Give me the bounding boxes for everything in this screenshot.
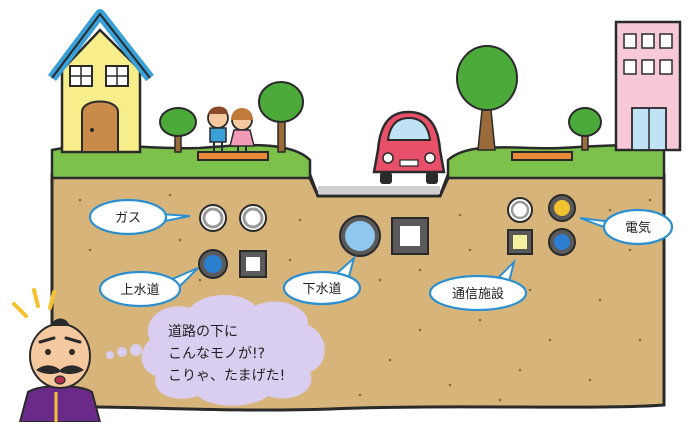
gas-pipes: [199, 204, 267, 232]
road-surface: [318, 186, 440, 194]
building-icon: [614, 20, 682, 152]
thought-line-1: 道路の下に: [168, 324, 238, 340]
surprised-samurai-icon: [12, 288, 102, 422]
car-icon: [372, 110, 446, 184]
thought-line-3: こりゃ、たまげた!: [168, 368, 285, 384]
label-gas: ガス: [88, 198, 191, 236]
telecom-electric-pipes: [507, 194, 576, 256]
label-water-supply-text: 上水道: [120, 283, 159, 298]
sewer-pipes: [339, 215, 429, 257]
label-water-supply: 上水道: [98, 267, 199, 308]
label-sewer-text: 下水道: [302, 282, 341, 297]
thought-line-2: こんなモノが!?: [168, 346, 265, 362]
tree-icon: [456, 45, 518, 151]
tree-icon: [568, 107, 602, 151]
label-sewer: 下水道: [282, 254, 362, 306]
thought-bubble: 道路の下に こんなモノが!? こりゃ、たまげた!: [106, 295, 325, 406]
children-icon: [207, 106, 255, 152]
label-electricity: 電気: [579, 208, 674, 246]
water-supply-pipes: [198, 249, 267, 279]
walkway-left: [197, 151, 269, 161]
road: [308, 177, 450, 198]
tree-icon: [159, 107, 197, 153]
walkway-right: [511, 151, 573, 161]
label-gas-text: ガス: [115, 211, 141, 226]
label-telecom: 通信施設: [428, 258, 528, 312]
label-electricity-text: 電気: [625, 220, 651, 236]
label-telecom-text: 通信施設: [452, 286, 504, 302]
tree-icon: [258, 81, 304, 153]
house-icon: [48, 9, 154, 154]
